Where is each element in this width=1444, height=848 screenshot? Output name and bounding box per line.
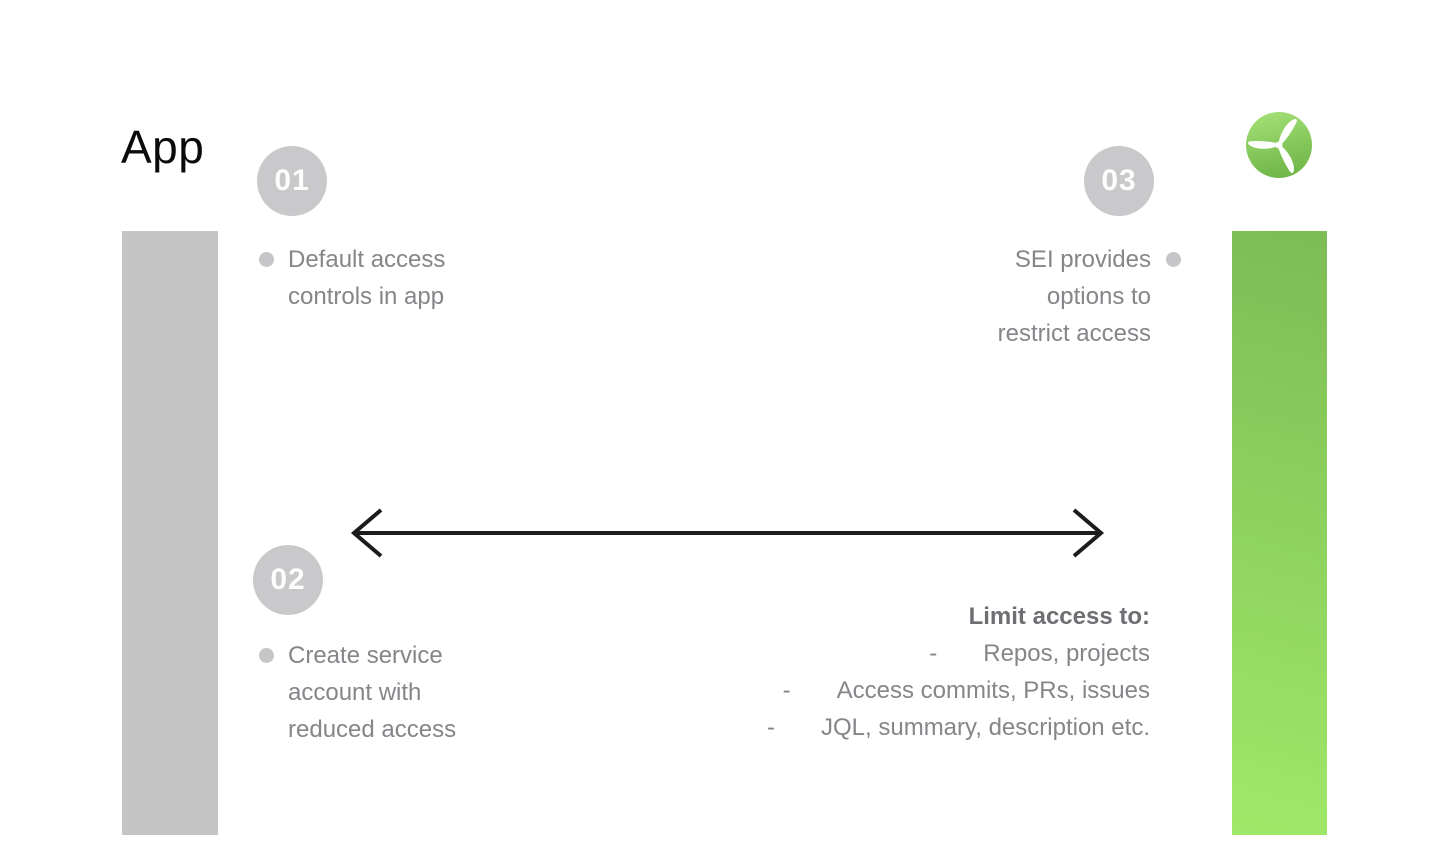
step-3-line: restrict access: [997, 320, 1151, 347]
limit-item-text: Access commits, PRs, issues: [836, 677, 1150, 704]
sei-column-bar: [1232, 231, 1327, 835]
limit-item: - Repos, projects: [767, 635, 1150, 672]
step-badge-02: 02: [253, 545, 323, 615]
step-badge-01: 01: [257, 146, 327, 216]
step-number: 01: [274, 164, 310, 197]
dash: -: [782, 677, 791, 704]
bullet-icon: [1166, 252, 1181, 267]
step-number: 02: [270, 563, 306, 596]
step-2-line: reduced access: [288, 716, 457, 743]
page-title: App: [121, 121, 205, 173]
step-2-text: Create service account with reduced acce…: [259, 637, 456, 748]
step-3-line: options to: [1046, 283, 1151, 310]
limit-item-text: JQL, summary, description etc.: [821, 714, 1150, 741]
limit-item-text: Repos, projects: [983, 640, 1150, 667]
step-3-line: SEI provides: [1014, 246, 1151, 273]
step-1-line: Default access: [288, 246, 446, 273]
limit-heading: Limit access to:: [968, 603, 1150, 630]
propeller-logo-icon: [1245, 111, 1313, 179]
limit-access-list: Limit access to: - Repos, projects - Acc…: [767, 598, 1150, 746]
double-arrow-icon: [340, 500, 1115, 566]
limit-item: - JQL, summary, description etc.: [767, 709, 1150, 746]
step-number: 03: [1101, 164, 1137, 197]
bullet-icon: [259, 252, 274, 267]
step-1-line: controls in app: [288, 283, 445, 310]
step-3-text: SEI provides options to restrict access: [998, 241, 1181, 352]
dash: -: [929, 640, 938, 667]
limit-item: - Access commits, PRs, issues: [767, 672, 1150, 709]
step-2-line: Create service: [288, 642, 443, 669]
dash: -: [767, 714, 775, 741]
bullet-icon: [259, 648, 274, 663]
step-2-line: account with: [288, 679, 422, 706]
step-1-text: Default access controls in app: [259, 241, 445, 315]
step-badge-03: 03: [1084, 146, 1154, 216]
app-column-bar: [122, 231, 218, 835]
